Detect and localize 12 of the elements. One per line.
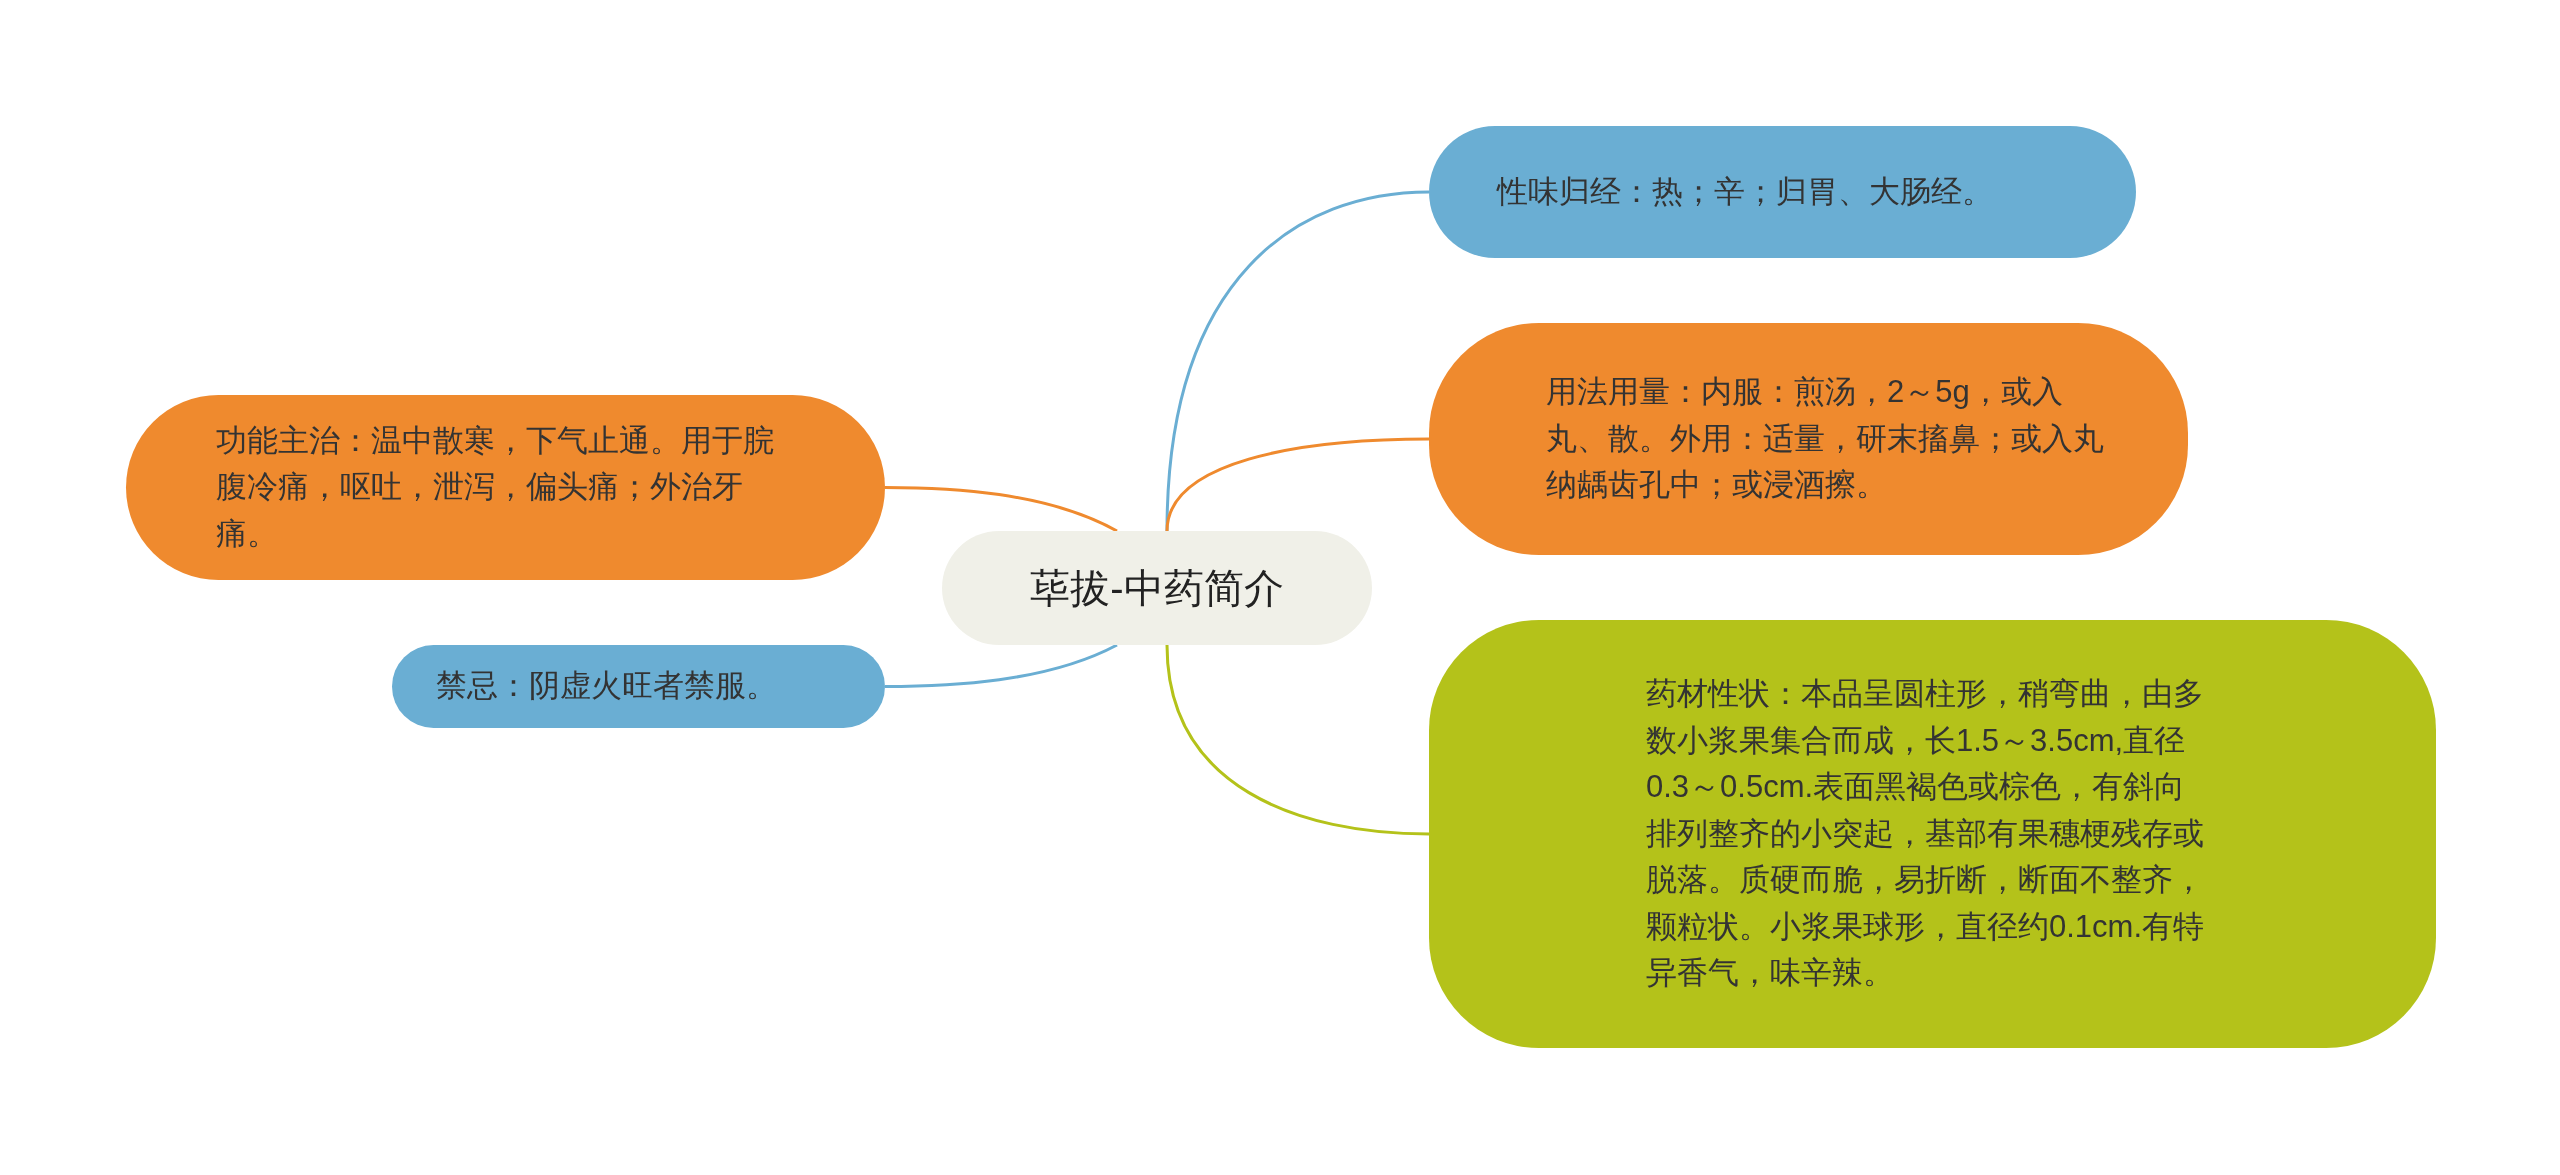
topic-text: 功能主治：温中散寒，下气止通。用于脘腹冷痛，呕吐，泄泻，偏头痛；外治牙痛。 <box>216 421 775 553</box>
topic-text: 用法用量：内服：煎汤，2～5g，或入丸、散。外用：适量，研末搐鼻；或入丸纳龋齿孔中；或浸酒擦。 <box>1546 373 2105 505</box>
topic-text: 药材性状：本品呈圆柱形，稍弯曲，由多数小浆果集合而成，长1.5～3.5cm,直径0.3～0.5cm.表面黑褐色或棕色，有斜向排列整齐的小突起，基部有果穗梗残存或脱落。质硬而脆，易折断，断面不整齐，颗粒状。小浆果球形，直径约0.1cm.有特异香气，味辛辣。 <box>1646 675 2206 993</box>
topic-text: 禁忌：阴虚火旺者禁服。 <box>436 667 777 706</box>
topic-text: 荜拔-中药简介 <box>1030 565 1284 612</box>
connector-line <box>1165 644 1430 836</box>
connector-line <box>885 486 1118 533</box>
connector-line <box>885 643 1118 688</box>
topic-text: 性味归经：热；辛；归胃、大肠经。 <box>1497 172 1993 211</box>
connector-line <box>1165 190 1430 532</box>
connector-line <box>1165 437 1430 532</box>
topic-bubble <box>1429 620 2436 1048</box>
